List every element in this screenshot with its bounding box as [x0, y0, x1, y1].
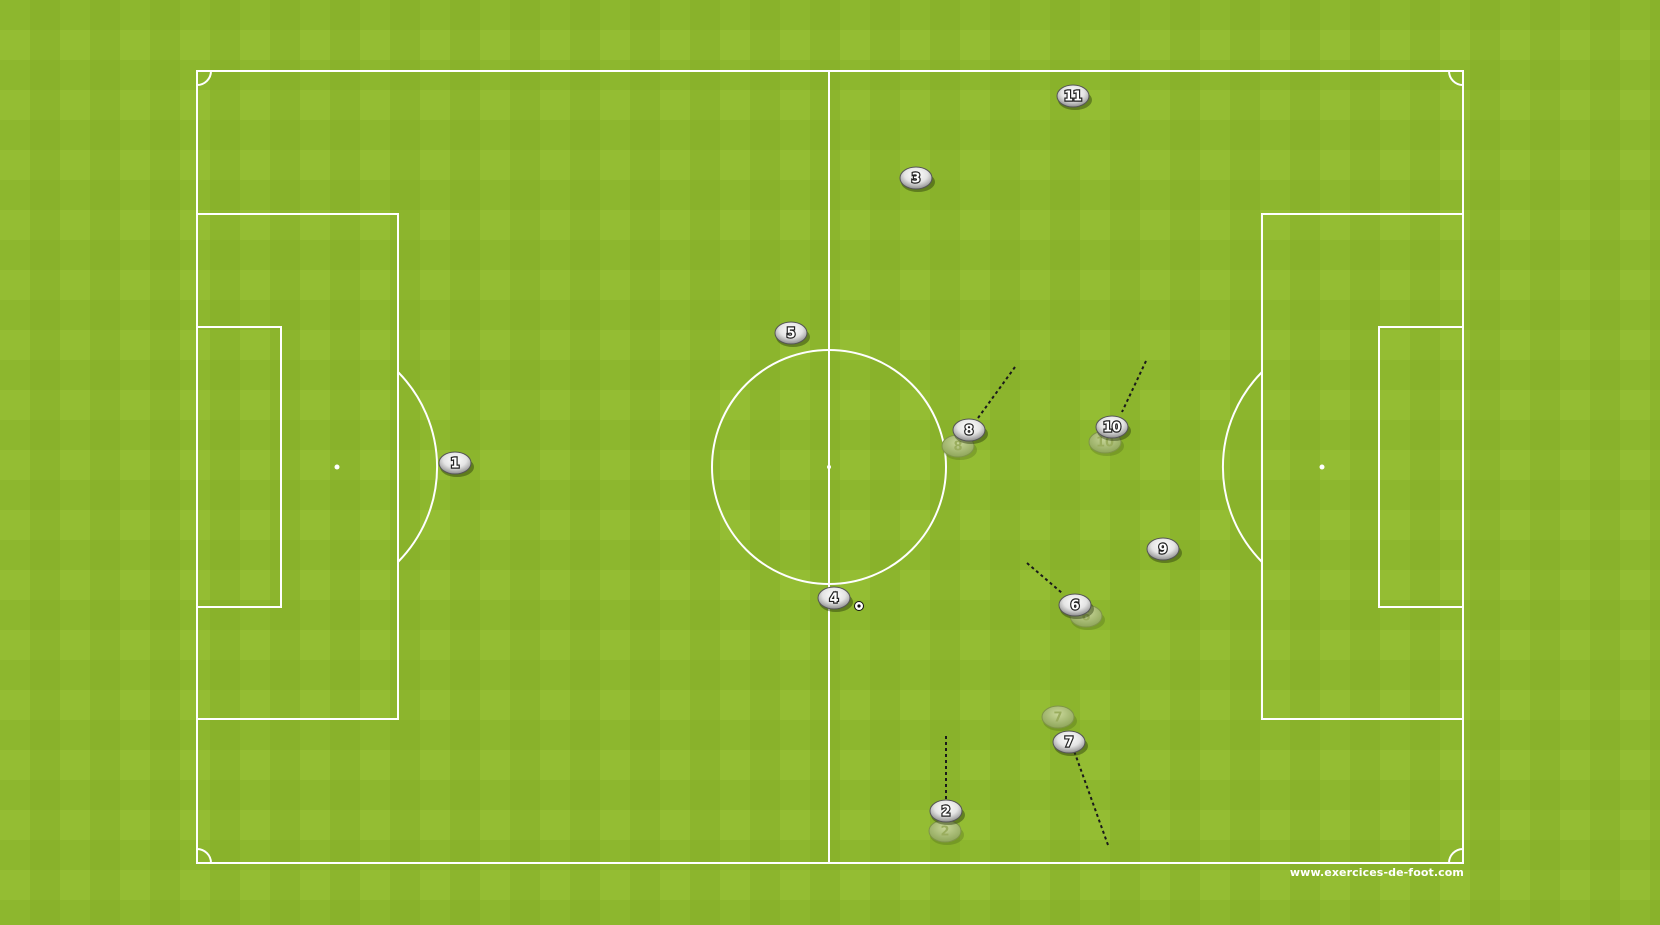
player-number: 7: [1053, 711, 1062, 726]
centre-circle: [711, 349, 947, 585]
player-number: 5: [786, 327, 795, 342]
player-disc: [1041, 705, 1075, 729]
player-1: 1: [438, 451, 474, 477]
player-number: 2: [941, 805, 950, 820]
player-disc: [817, 586, 851, 610]
centre-spot: [827, 465, 831, 469]
player-number: 1: [450, 457, 459, 472]
player-3: 3: [899, 166, 935, 192]
player-disc: [929, 799, 963, 823]
players: 1 2 3 4 5 6 7 8 9 10 11: [438, 84, 1182, 825]
player-number: 7: [1064, 736, 1073, 751]
player-2: 2: [929, 799, 965, 825]
right-goal-area: [1378, 326, 1464, 608]
player-11: 11: [1056, 84, 1092, 110]
player-disc: [1058, 593, 1092, 617]
player-disc: [952, 418, 986, 442]
player-5: 5: [774, 321, 810, 347]
player-number: 6: [1070, 599, 1079, 614]
player-disc: [1056, 84, 1090, 108]
player-number: 9: [1158, 543, 1167, 558]
corner-arc-top-right: [1448, 70, 1464, 86]
corner-arc-bottom-right: [1448, 848, 1464, 864]
player-7: 7: [1052, 730, 1088, 756]
ghost-player-7: 7: [1041, 705, 1077, 731]
player-number: 11: [1064, 90, 1082, 105]
player-6: 6: [1058, 593, 1094, 619]
movement-runs: [945, 360, 1147, 846]
football-icon: [854, 601, 864, 611]
player-disc: [899, 166, 933, 190]
player-number: 8: [953, 440, 962, 455]
player-number: 8: [964, 424, 973, 439]
run-line-6: [1026, 562, 1063, 594]
left-goal-area: [196, 326, 282, 608]
ghost-players: 2 6 7 8 10: [928, 430, 1124, 845]
right-penalty-spot: [1319, 464, 1325, 470]
player-8: 8: [952, 418, 988, 444]
run-line-8: [977, 366, 1016, 419]
left-penalty-arc: [397, 371, 439, 563]
player-disc: [438, 451, 472, 475]
player-number: 6: [1081, 610, 1090, 625]
player-4: 4: [817, 586, 853, 612]
pitch-lines: [196, 70, 1464, 864]
player-number: 4: [829, 592, 838, 607]
ghost-player-2: 2: [928, 819, 964, 845]
watermark-text: www.exercices-de-foot.com: [1289, 866, 1464, 879]
player-10: 10: [1095, 415, 1131, 441]
player-number: 2: [940, 825, 949, 840]
player-disc: [1095, 415, 1129, 439]
corner-arc-top-left: [196, 70, 212, 86]
player-disc: [774, 321, 808, 345]
run-line-7: [1072, 747, 1109, 846]
player-number: 10: [1096, 436, 1114, 451]
player-9: 9: [1146, 537, 1182, 563]
right-penalty-arc: [1221, 371, 1263, 563]
player-disc: [1052, 730, 1086, 754]
corner-arc-bottom-left: [196, 848, 212, 864]
left-penalty-spot: [334, 464, 340, 470]
player-number: 3: [911, 172, 920, 187]
player-disc: [1146, 537, 1180, 561]
player-number: 10: [1103, 421, 1121, 436]
